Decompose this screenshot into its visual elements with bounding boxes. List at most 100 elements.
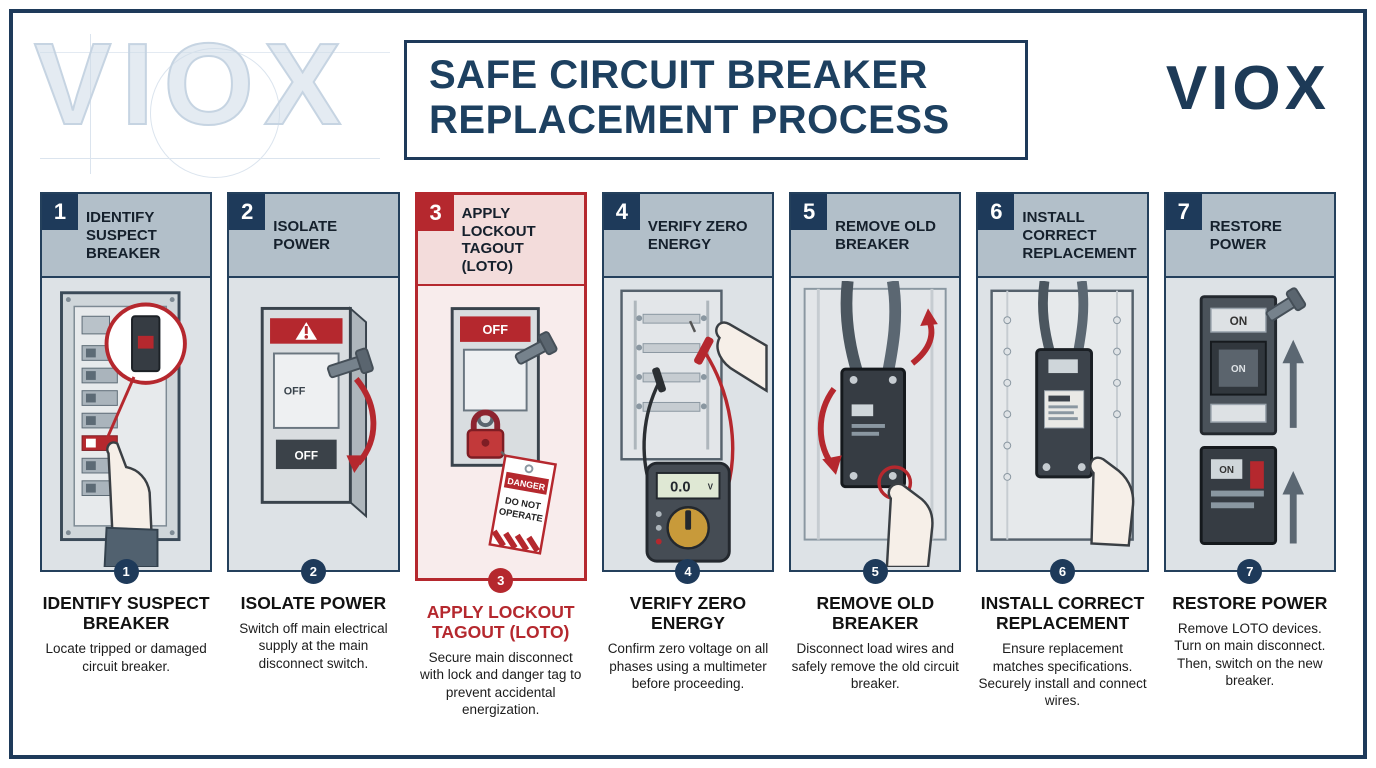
step-title: INSTALL CORRECT REPLACEMENT [980, 593, 1145, 634]
switch-lever [327, 347, 375, 379]
step-number-badge: 3 [417, 195, 454, 231]
step-column-1: 1 IDENTIFY SUSPECT BREAKER [40, 192, 213, 718]
step-card-header: 5 REMOVE OLD BREAKER [791, 194, 960, 278]
wire [1038, 281, 1056, 355]
rotate-arrow [354, 377, 377, 466]
on-label: ON [1219, 465, 1234, 476]
step-column-3: 3 APPLY LOCKOUT TAGOUT (LOTO) OFF [414, 192, 587, 718]
step-card: 6 INSTALL CORRECT REPLACEMENT [976, 192, 1149, 572]
pointing-hand [103, 441, 159, 567]
step-title: IDENTIFY SUSPECT BREAKER [42, 593, 210, 634]
danger-tag: DANGER DO NOT OPERATE [487, 454, 557, 555]
step-illustration-panel: 0.0 V [604, 278, 772, 570]
step-card: 7 RESTORE POWER ON ON [1163, 192, 1336, 572]
on-label: ON [1229, 315, 1247, 328]
restore-power-illustration: ON ON ON [1199, 287, 1306, 545]
step-column-2: 2 ISOLATE POWER OFF [227, 192, 400, 718]
step-card-header: 3 APPLY LOCKOUT TAGOUT (LOTO) [417, 195, 584, 286]
verify-zero-energy-illustration: 0.0 V [620, 289, 768, 563]
off-label: OFF [284, 386, 306, 398]
page-title-line1: SAFE CIRCUIT BREAKER [429, 53, 928, 97]
step-illustration-panel [791, 278, 959, 570]
step-title: RESTORE POWER [1172, 593, 1328, 613]
step-header-title: VERIFY ZERO ENERGY [647, 218, 748, 253]
remove-breaker-illustration [803, 281, 947, 567]
step-number-badge: 5 [791, 194, 828, 230]
step-header-title: REMOVE OLD BREAKER [835, 218, 936, 253]
old-breaker [840, 367, 907, 489]
page-title-line2: REPLACEMENT PROCESS [429, 98, 950, 143]
step-number-badge: 1 [42, 194, 78, 230]
hand [1089, 456, 1135, 547]
identify-breaker-illustration [60, 291, 187, 567]
wire [1073, 281, 1089, 355]
multimeter: 0.0 V [645, 461, 731, 563]
switch-lever [1265, 287, 1306, 322]
switch-lever [514, 330, 558, 365]
step-header-title: INSTALL CORRECT REPLACEMENT [1022, 209, 1137, 262]
step-circle-badge: 7 [1237, 559, 1263, 584]
load-wire [882, 281, 902, 375]
steps-row: 1 IDENTIFY SUSPECT BREAKER [40, 192, 1336, 718]
main-disconnect: ON ON [1199, 287, 1306, 436]
step-title: VERIFY ZERO ENERGY [629, 593, 747, 634]
step-card: 1 IDENTIFY SUSPECT BREAKER [40, 192, 213, 572]
load-wire [840, 281, 864, 375]
loto-illustration: OFF [450, 306, 558, 555]
step-card: 5 REMOVE OLD BREAKER [789, 192, 962, 572]
step-description: Secure main disconnect with lock and dan… [420, 650, 582, 717]
blueprint-decoration [90, 34, 91, 174]
off-label: OFF [295, 449, 319, 462]
step-description: Disconnect load wires and safely remove … [791, 641, 959, 691]
step-card: 4 VERIFY ZERO ENERGY [601, 192, 775, 572]
step-column-7: 7 RESTORE POWER ON ON [1163, 192, 1336, 718]
step-number-badge: 7 [1165, 194, 1202, 230]
blueprint-decoration [150, 48, 280, 178]
panel-screws [1003, 316, 1122, 481]
step-circle-badge: 6 [1050, 559, 1076, 584]
step-title: APPLY LOCKOUT TAGOUT (LOTO) [426, 601, 575, 642]
viox-watermark: VIOX [33, 19, 352, 149]
hand [885, 482, 934, 567]
step-number-badge: 6 [978, 194, 1015, 230]
padlock-icon [466, 409, 504, 459]
step-illustration-panel [42, 278, 210, 570]
step-illustration-panel: OFF OFF [229, 278, 397, 570]
on-label: ON [1231, 364, 1246, 375]
step-card-header: 4 VERIFY ZERO ENERGY [603, 194, 773, 278]
warning-icon [295, 322, 318, 340]
step-title: ISOLATE POWER [240, 593, 387, 613]
new-breaker [1035, 348, 1094, 479]
step-number-badge: 4 [603, 194, 640, 230]
step-header-title: IDENTIFY SUSPECT BREAKER [86, 209, 161, 262]
meter-reading: 0.0 [670, 480, 690, 496]
install-breaker-illustration [990, 281, 1135, 547]
step-circle-badge: 4 [675, 559, 701, 584]
step-description: Ensure replacement matches specification… [978, 641, 1147, 709]
step-illustration-panel [978, 278, 1146, 570]
step-column-5: 5 REMOVE OLD BREAKER [789, 192, 962, 718]
new-breaker: ON [1199, 446, 1277, 545]
step-description: Remove LOTO devices. Turn on main discon… [1174, 621, 1326, 688]
step-description: Switch off main electrical supply at the… [239, 621, 388, 671]
meter-unit: V [708, 483, 714, 492]
isolate-power-illustration: OFF OFF [261, 306, 377, 519]
step-illustration-panel: OFF [418, 286, 584, 578]
step-number-badge: 2 [229, 194, 266, 230]
step-description: Confirm zero voltage on all phases using… [607, 641, 769, 691]
step-card-header: 1 IDENTIFY SUSPECT BREAKER [42, 194, 211, 278]
step-card-header: 2 ISOLATE POWER [229, 194, 398, 278]
hand [714, 321, 768, 393]
step-circle-badge: 1 [113, 559, 139, 584]
blueprint-decoration [40, 158, 380, 159]
step-circle-badge: 2 [300, 559, 326, 584]
step-header-title: ISOLATE POWER [273, 218, 338, 253]
step-title: REMOVE OLD BREAKER [816, 593, 935, 634]
off-label: OFF [482, 322, 508, 337]
blueprint-decoration [40, 52, 390, 53]
step-column-4: 4 VERIFY ZERO ENERGY [601, 192, 775, 718]
step-card-header: 7 RESTORE POWER [1165, 194, 1334, 278]
title-box: SAFE CIRCUIT BREAKER REPLACEMENT PROCESS [404, 40, 1028, 161]
step-header-title: RESTORE POWER [1209, 218, 1282, 253]
step-illustration-panel: ON ON ON [1166, 278, 1334, 570]
